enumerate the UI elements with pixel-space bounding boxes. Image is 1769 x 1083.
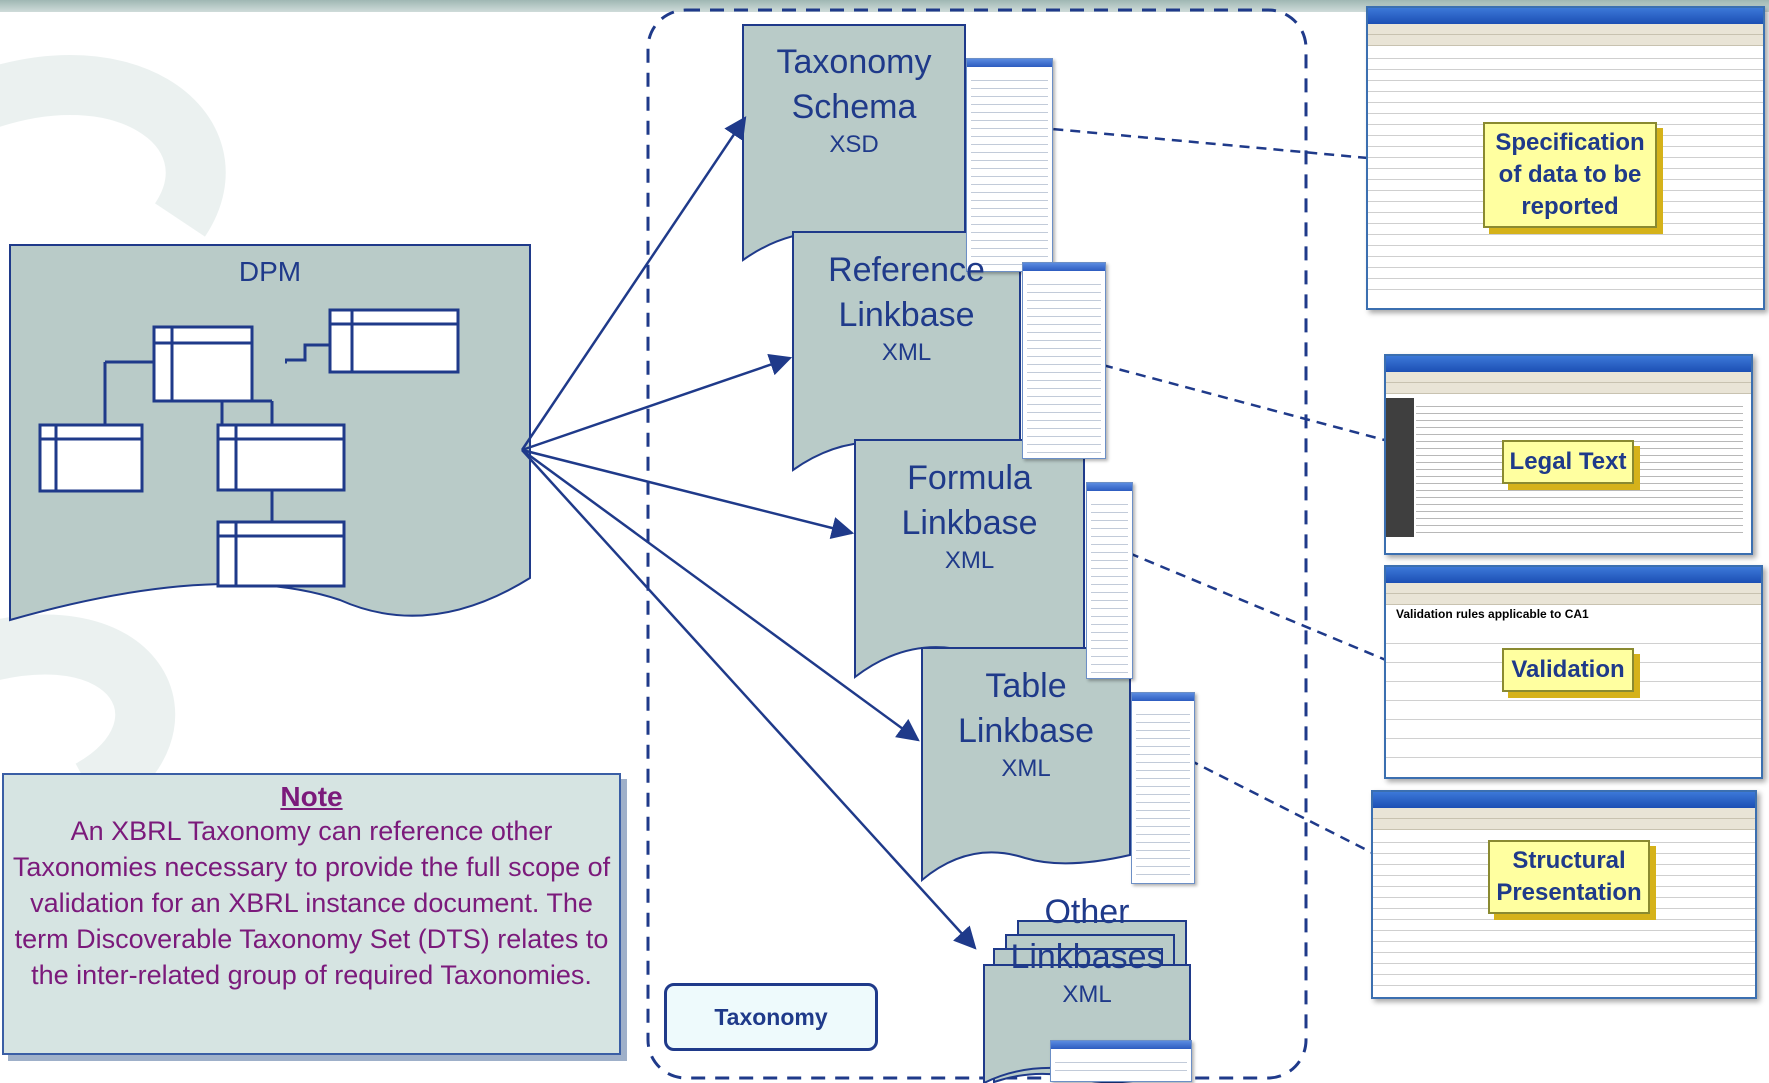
dpm-label: DPM — [238, 256, 302, 287]
doc-table-label: Table Linkbase XML — [922, 664, 1130, 784]
callout-validation: Validation — [1502, 648, 1634, 692]
reference-thumbnail — [1022, 262, 1106, 459]
taxonomy-label-box[interactable]: Taxonomy — [664, 983, 878, 1051]
doc-title-line2: Linkbase — [838, 296, 975, 334]
other-thumbnail — [1050, 1040, 1192, 1082]
doc-format: XML — [881, 339, 932, 366]
doc-title-line2: Linkbase — [957, 712, 1095, 750]
note-box: Note An XBRL Taxonomy can reference othe… — [2, 773, 621, 1055]
taxonomy-container — [646, 8, 1308, 1080]
background-swirl — [0, 55, 226, 817]
doc-title-line1: Reference — [828, 251, 985, 289]
doc-title-line1: Table — [985, 667, 1067, 705]
table-thumbnail — [1131, 692, 1195, 884]
dpm-arrows — [520, 116, 977, 950]
doc-title-line2: Schema — [791, 88, 917, 126]
dpm-entity-model — [38, 308, 460, 588]
doc-schema-label: Taxonomy Schema XSD — [743, 40, 965, 160]
formula-thumbnail — [1086, 482, 1133, 679]
callout-legal-text: Legal Text — [1502, 440, 1634, 484]
schema-thumbnail — [966, 58, 1053, 272]
doc-format: XML — [1062, 981, 1112, 1008]
doc-title-line1: Taxonomy — [776, 43, 932, 81]
legal-text-browser-screenshot — [1384, 354, 1753, 555]
doc-format: XML — [1001, 755, 1051, 782]
doc-title-line1: Formula — [907, 459, 1032, 497]
callout-structural-presentation: Structural Presentation — [1488, 840, 1650, 914]
doc-reference-label: Reference Linkbase XML — [793, 248, 1020, 368]
note-body: An XBRL Taxonomy can reference other Tax… — [12, 816, 611, 990]
doc-format: XSD — [829, 131, 879, 158]
doc-format: XML — [944, 547, 995, 574]
top-banner — [0, 0, 1769, 12]
doc-other-label: Other Linkbases XML — [984, 890, 1190, 1010]
note-title: Note — [280, 781, 343, 812]
doc-formula-label: Formula Linkbase XML — [855, 456, 1084, 576]
doc-title-line1: Other — [1044, 893, 1130, 931]
doc-title-line2: Linkbase — [901, 504, 1038, 542]
doc-title-line2: Linkbases — [1010, 938, 1164, 976]
validation-heading: Validation rules applicable to CA1 — [1396, 607, 1589, 621]
callout-specification: Specification of data to be reported — [1483, 122, 1657, 228]
document-shapes — [742, 24, 1191, 1083]
